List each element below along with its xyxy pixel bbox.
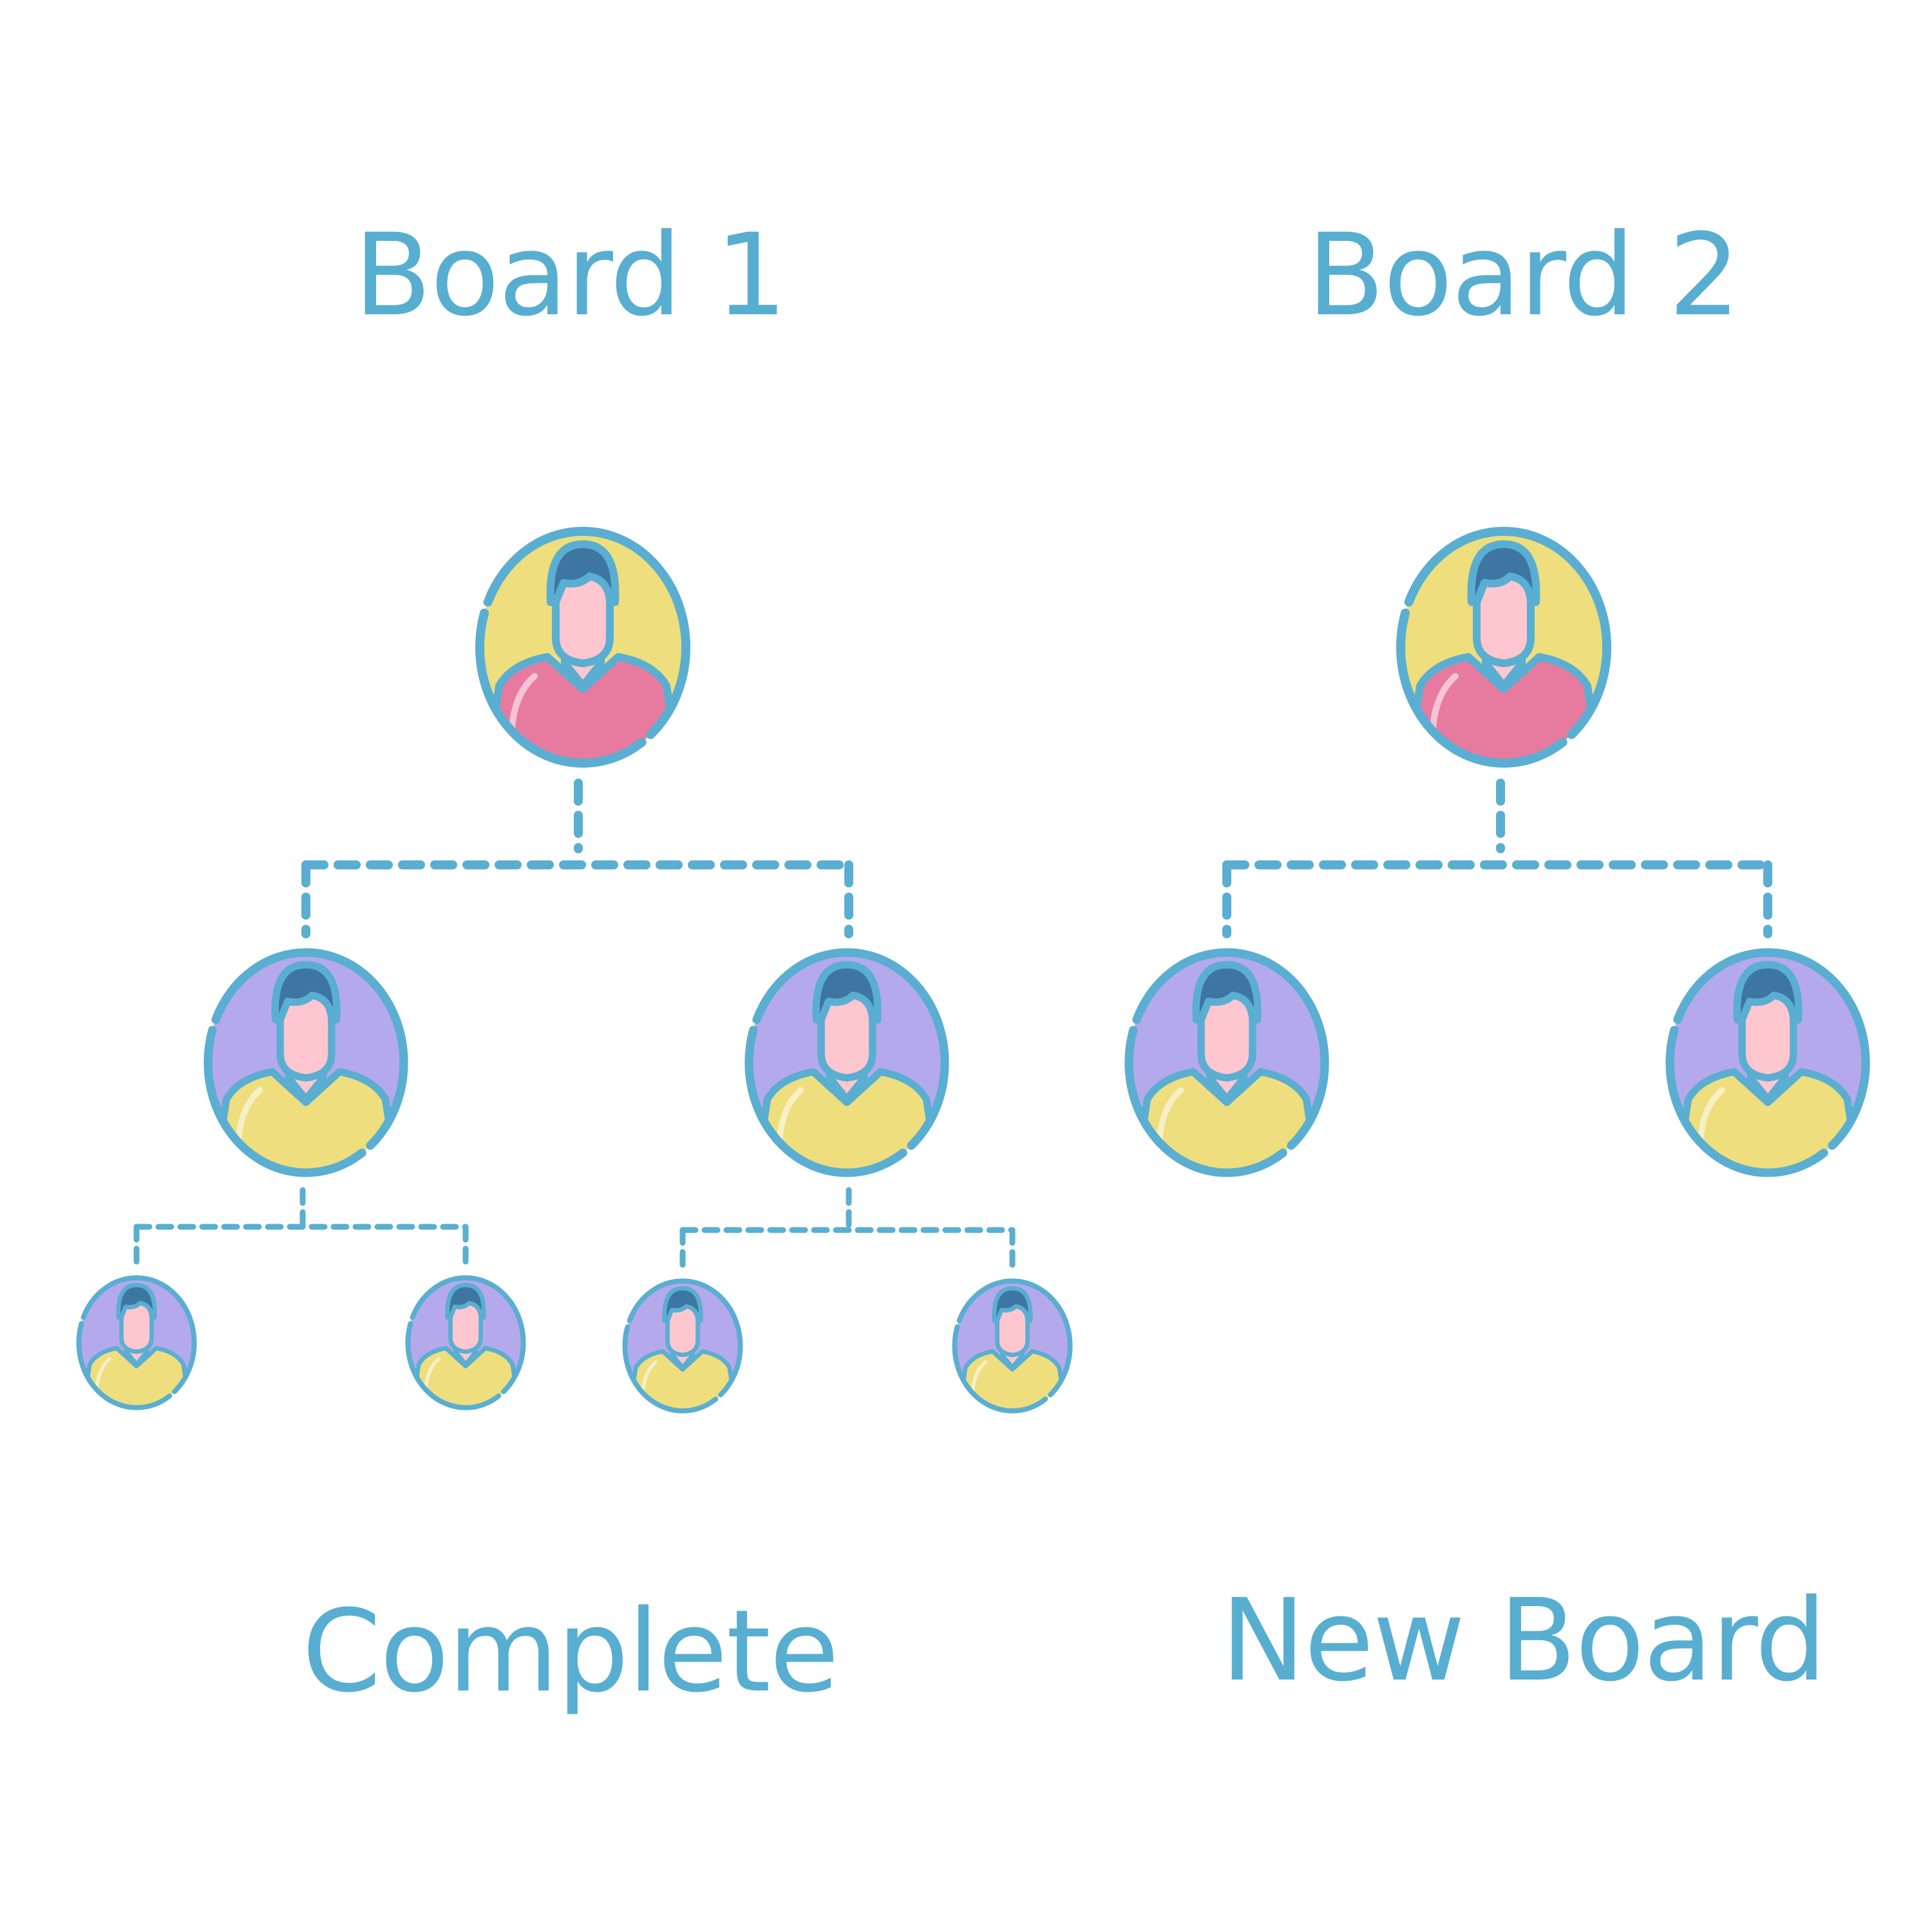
shirt <box>1672 1068 1864 1173</box>
avatar-ring <box>1124 948 1329 1177</box>
avatar-child-left-board-1 <box>204 948 408 1177</box>
avatar-ring <box>622 1278 743 1414</box>
shirt <box>80 1346 193 1408</box>
face <box>119 1297 154 1354</box>
avatar-grandchild-2-board-1 <box>405 1275 526 1410</box>
avatar-grandchild-4-board-1 <box>952 1278 1073 1414</box>
hair <box>662 1286 703 1323</box>
hair <box>812 961 882 1024</box>
board-2: Board 2 New Board <box>1124 209 1870 1707</box>
avatar-ring <box>744 948 949 1177</box>
hair <box>271 961 341 1024</box>
face <box>995 1300 1030 1358</box>
avatar-grandchild-1-board-1 <box>76 1275 197 1410</box>
shirt <box>482 653 683 763</box>
avatar-ring <box>475 527 690 768</box>
shirt <box>956 1349 1069 1411</box>
hair <box>116 1283 157 1320</box>
avatar-ring <box>405 1275 526 1410</box>
hair <box>992 1286 1033 1323</box>
hair <box>1467 540 1540 606</box>
avatar-child-right-board-1 <box>744 948 949 1177</box>
face <box>665 1300 700 1358</box>
hair <box>1192 961 1262 1024</box>
avatar-ring <box>1665 948 1870 1177</box>
shirt <box>751 1068 943 1173</box>
hair <box>546 540 620 606</box>
face <box>817 985 876 1082</box>
face <box>1197 985 1256 1082</box>
avatar-ring <box>952 1278 1073 1414</box>
face <box>1738 985 1797 1082</box>
face <box>552 566 614 667</box>
hair <box>1733 961 1803 1024</box>
avatar-root-board-1 <box>475 527 690 768</box>
shirt <box>1403 653 1604 763</box>
face <box>448 1297 483 1354</box>
board-2-title: Board 2 <box>1307 209 1739 341</box>
avatar-grandchild-3-board-1 <box>622 1278 743 1414</box>
avatar-child-left-board-2 <box>1124 948 1329 1177</box>
face <box>276 985 336 1082</box>
shirt <box>409 1346 522 1408</box>
avatar-ring <box>76 1275 197 1410</box>
board-2-connectors <box>1222 779 1772 938</box>
board-2-status: New Board <box>1220 1575 1825 1707</box>
board-1-connectors <box>133 779 1016 1274</box>
shirt <box>626 1349 739 1411</box>
board-1: Board 1 <box>76 209 1073 1718</box>
avatar-ring <box>204 948 408 1177</box>
avatar-child-right-board-2 <box>1665 948 1870 1177</box>
board-1-title: Board 1 <box>354 209 786 341</box>
board-1-status: Complete <box>302 1586 838 1718</box>
hair <box>445 1283 486 1320</box>
avatar-root-board-2 <box>1396 527 1611 768</box>
shirt <box>210 1068 402 1173</box>
face <box>1473 566 1535 667</box>
avatar-ring <box>1396 527 1611 768</box>
shirt <box>1131 1068 1323 1173</box>
